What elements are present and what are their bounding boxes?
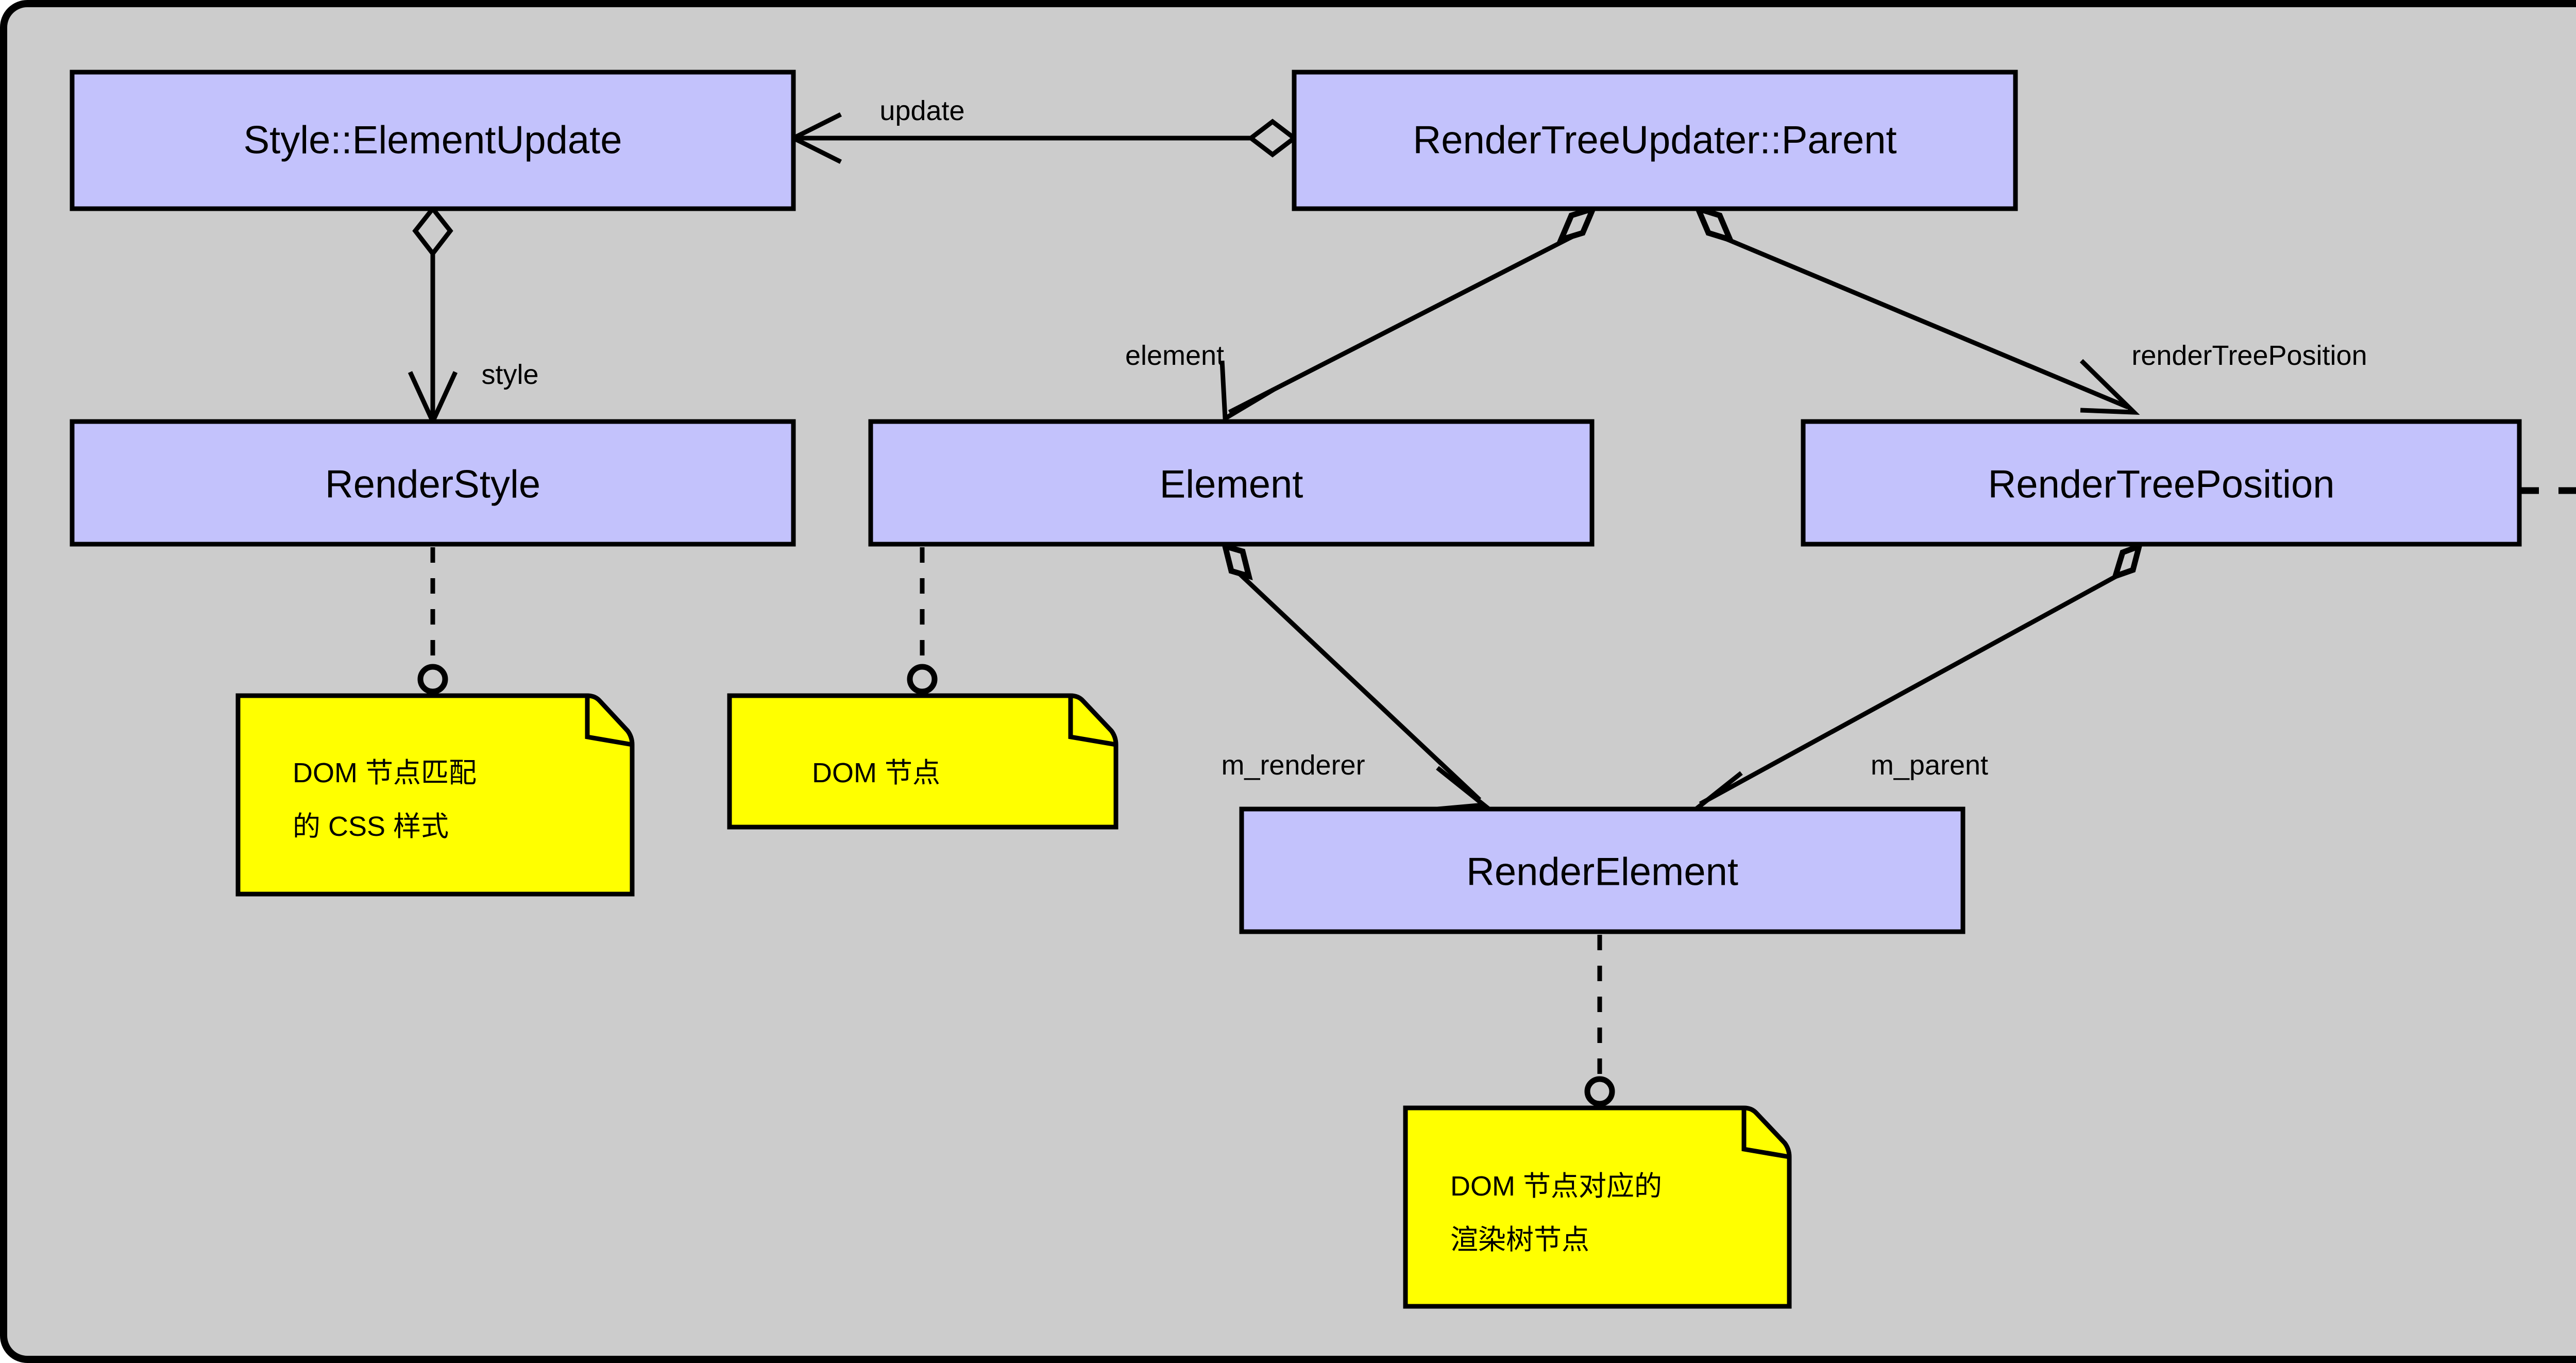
note-render-element[interactable]: DOM 节点对应的 渲染树节点: [1403, 1105, 1792, 1309]
class-node-render-element[interactable]: RenderElement: [1239, 806, 1965, 934]
small-open-diamond-marker: [1556, 204, 1598, 244]
note-fold-icon: [1068, 696, 1116, 747]
edge-label-m-parent: m_parent: [1871, 750, 1988, 781]
small-open-diamond-marker: [1221, 542, 1253, 580]
note-line-1: DOM 节点对应的: [1450, 1171, 1662, 1202]
edge-element: element: [1125, 204, 1598, 423]
class-name-label: Style::ElementUpdate: [243, 119, 622, 162]
edge-m-parent: m_parent: [1690, 542, 2143, 816]
class-node-render-tree-updater-parent[interactable]: RenderTreeUpdater::Parent: [1292, 70, 2018, 211]
connector-ball-icon: [907, 664, 938, 695]
edge-update: update: [788, 95, 1298, 164]
class-node-render-tree-position[interactable]: RenderTreePosition: [1801, 419, 2522, 547]
class-box[interactable]: [70, 419, 796, 547]
small-open-diamond-marker: [2111, 542, 2143, 581]
note-body[interactable]: [235, 693, 635, 897]
note-line-2: 的 CSS 样式: [293, 811, 449, 842]
note-line-1: DOM 节点: [812, 758, 940, 788]
class-name-label: RenderTreeUpdater::Parent: [1413, 119, 1896, 162]
class-name-label: Element: [1160, 463, 1303, 507]
note-connector-render-style: [417, 547, 448, 695]
edge-label-style: style: [481, 359, 538, 390]
edge-element-line: [1228, 232, 1578, 415]
note-element[interactable]: DOM 节点: [727, 693, 1118, 830]
class-name-label: RenderTreePosition: [1988, 463, 2334, 507]
class-name-label: RenderElement: [1466, 850, 1738, 894]
note-fold-icon: [585, 696, 633, 747]
class-box[interactable]: [868, 419, 1595, 547]
note-fold-icon: [1741, 1108, 1790, 1159]
note-render-style[interactable]: DOM 节点匹配 的 CSS 样式: [235, 693, 635, 897]
note-body[interactable]: [1403, 1105, 1792, 1309]
class-node-render-style[interactable]: RenderStyle: [70, 419, 796, 547]
edge-label-m-renderer: m_renderer: [1221, 750, 1365, 781]
class-node-style-element-update[interactable]: Style::ElementUpdate: [70, 70, 796, 211]
edge-label-element: element: [1125, 340, 1224, 371]
note-line-1: DOM 节点匹配: [293, 758, 477, 788]
edge-render-tree-position-line: [1715, 232, 2129, 410]
edge-label-update: update: [879, 95, 964, 126]
connector-ball-icon: [1584, 1076, 1615, 1107]
open-diamond-marker: [412, 205, 453, 258]
open-arrow-marker: [2079, 359, 2140, 415]
class-box[interactable]: [70, 70, 796, 211]
note-connector-render-element: [1584, 935, 1615, 1107]
class-box[interactable]: [1801, 419, 2522, 547]
class-node-element[interactable]: Element: [868, 419, 1595, 547]
edge-m-renderer-line: [1233, 568, 1482, 802]
class-box[interactable]: [1239, 806, 1965, 934]
edge-render-tree-position: renderTreePosition: [1693, 204, 2367, 415]
note-line-2: 渲染树节点: [1450, 1224, 1589, 1255]
class-name-label: RenderStyle: [325, 463, 540, 507]
open-arrow-marker: [1219, 360, 1275, 423]
edge-label-render-tree-position: renderTreePosition: [2131, 340, 2367, 371]
class-box[interactable]: [1292, 70, 2018, 211]
edge-m-parent-line: [1699, 568, 2129, 806]
open-diamond-marker: [1247, 119, 1298, 158]
note-connector-element: [907, 547, 938, 695]
small-open-diamond-marker: [1693, 204, 1735, 244]
edge-m-renderer: m_renderer: [1221, 542, 1490, 812]
connector-ball-icon: [417, 664, 448, 695]
